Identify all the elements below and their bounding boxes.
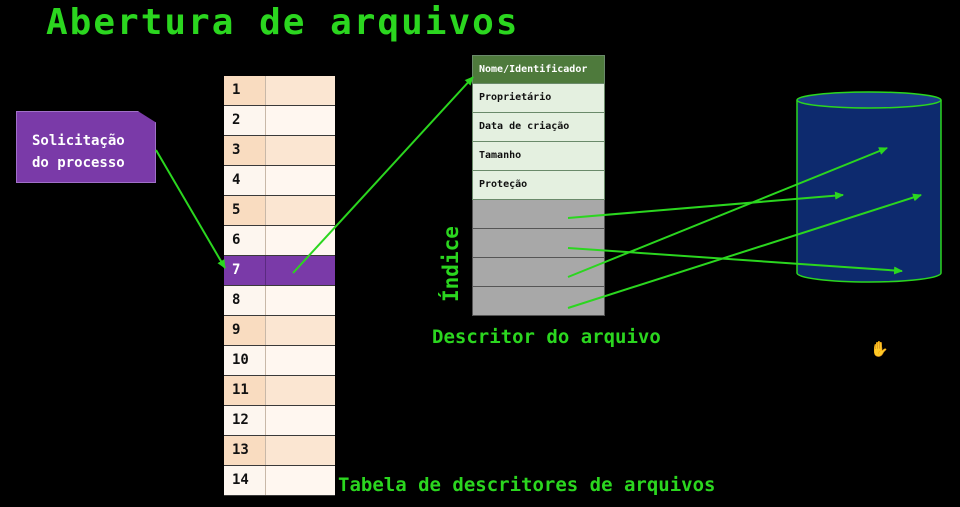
index-row <box>472 287 605 316</box>
table-row-selected: 7 <box>224 256 335 286</box>
descriptor-field-row: Data de criação <box>472 113 605 142</box>
index-row <box>472 258 605 287</box>
row-number: 14 <box>224 466 266 495</box>
table-row: 2 <box>224 106 335 136</box>
file-descriptor-block: Nome/Identificador Proprietário Data de … <box>472 55 605 316</box>
row-number: 8 <box>224 286 266 315</box>
table-row: 3 <box>224 136 335 166</box>
row-number: 3 <box>224 136 266 165</box>
row-number: 5 <box>224 196 266 225</box>
process-request-line1: Solicitação <box>32 133 125 149</box>
descriptor-field-row: Tamanho <box>472 142 605 171</box>
row-cell <box>266 136 335 165</box>
arrow-index-1 <box>567 191 844 219</box>
row-number: 11 <box>224 376 266 405</box>
row-cell <box>266 106 335 135</box>
arrow-index-4 <box>567 193 922 309</box>
process-request-box: Solicitação do processo <box>16 111 156 183</box>
file-descriptor-table: 1 2 3 4 5 6 7 8 9 10 11 12 13 14 <box>224 76 335 496</box>
row-cell <box>266 436 335 465</box>
row-cell <box>266 466 335 495</box>
row-number: 10 <box>224 346 266 375</box>
row-number: 1 <box>224 76 266 105</box>
row-number: 2 <box>224 106 266 135</box>
arrow-process-to-table <box>155 149 226 269</box>
descriptor-field-row: Proprietário <box>472 84 605 113</box>
table-row: 5 <box>224 196 335 226</box>
table-row: 14 <box>224 466 335 496</box>
row-cell <box>266 316 335 345</box>
descriptor-field-row: Proteção <box>472 171 605 200</box>
row-cell <box>266 406 335 435</box>
table-row: 11 <box>224 376 335 406</box>
table-row: 1 <box>224 76 335 106</box>
row-number: 13 <box>224 436 266 465</box>
fd-table-label: Tabela de descritores de arquivos <box>338 474 716 496</box>
row-cell <box>266 376 335 405</box>
table-row: 12 <box>224 406 335 436</box>
row-cell <box>266 286 335 315</box>
row-number: 7 <box>224 256 266 285</box>
disk-cylinder <box>796 91 942 283</box>
page-title: Abertura de arquivos <box>46 2 520 43</box>
table-row: 13 <box>224 436 335 466</box>
arrow-index-3 <box>567 147 888 278</box>
table-row: 10 <box>224 346 335 376</box>
index-row <box>472 229 605 258</box>
row-cell <box>266 196 335 225</box>
hand-cursor-icon: ✋ <box>870 340 889 358</box>
descriptor-label: Descritor do arquivo <box>432 326 661 348</box>
row-cell <box>266 256 335 285</box>
descriptor-header-row: Nome/Identificador <box>472 55 605 84</box>
table-row: 9 <box>224 316 335 346</box>
row-number: 4 <box>224 166 266 195</box>
row-number: 9 <box>224 316 266 345</box>
table-row: 8 <box>224 286 335 316</box>
row-number: 6 <box>224 226 266 255</box>
process-request-line2: do processo <box>32 155 125 171</box>
row-cell <box>266 76 335 105</box>
row-cell <box>266 346 335 375</box>
table-row: 4 <box>224 166 335 196</box>
row-number: 12 <box>224 406 266 435</box>
arrow-index-2 <box>567 247 903 275</box>
row-cell <box>266 166 335 195</box>
arrow-table-to-descriptor <box>292 76 474 274</box>
